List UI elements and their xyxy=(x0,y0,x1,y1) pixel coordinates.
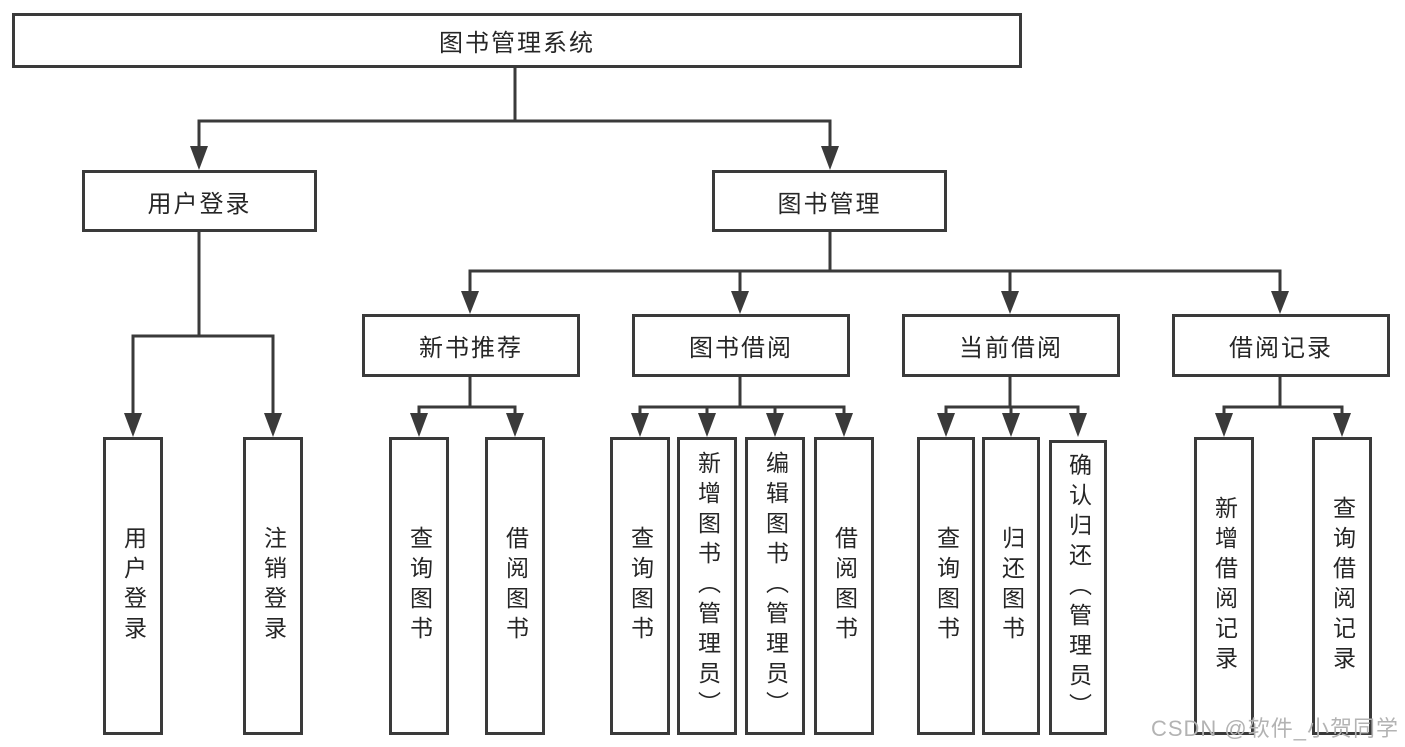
leaf-recommend-borrow-books: 借阅图书 xyxy=(485,437,545,735)
node-new-book-recommend-label: 新书推荐 xyxy=(419,335,523,362)
node-borrow-records: 借阅记录 xyxy=(1172,314,1390,377)
leaf-current-query-books-label: 查询图书 xyxy=(933,526,960,646)
node-user-login: 用户登录 xyxy=(82,170,317,232)
leaf-recommend-query-books-label: 查询图书 xyxy=(406,526,433,646)
leaf-return-books-label: 归还图书 xyxy=(998,526,1025,646)
node-book-management: 图书管理 xyxy=(712,170,947,232)
leaf-logout: 注销登录 xyxy=(243,437,303,735)
node-root-label: 图书管理系统 xyxy=(439,30,595,57)
leaf-add-borrow-record: 新增借阅记录 xyxy=(1194,437,1254,735)
leaf-borrow-books-label: 借阅图书 xyxy=(831,526,858,646)
node-current-borrow-label: 当前借阅 xyxy=(959,335,1063,362)
leaf-return-books: 归还图书 xyxy=(982,437,1040,735)
node-book-borrow: 图书借阅 xyxy=(632,314,850,377)
node-borrow-records-label: 借阅记录 xyxy=(1229,335,1333,362)
node-user-login-label: 用户登录 xyxy=(147,190,252,218)
leaf-edit-book-admin: 编辑图书（管理员） xyxy=(745,437,805,735)
leaf-add-book-admin: 新增图书（管理员） xyxy=(677,437,737,735)
node-new-book-recommend: 新书推荐 xyxy=(362,314,580,377)
node-book-management-label: 图书管理 xyxy=(777,190,882,218)
node-root-system: 图书管理系统 xyxy=(12,13,1022,68)
leaf-add-book-admin-label: 新增图书（管理员） xyxy=(694,451,721,721)
leaf-borrow-query-books: 查询图书 xyxy=(610,437,670,735)
leaf-user-login: 用户登录 xyxy=(103,437,163,735)
leaf-add-borrow-record-label: 新增借阅记录 xyxy=(1211,496,1238,676)
leaf-confirm-return-admin-label: 确认归还（管理员） xyxy=(1065,452,1092,723)
leaf-recommend-query-books: 查询图书 xyxy=(389,437,449,735)
leaf-logout-label: 注销登录 xyxy=(260,526,287,646)
leaf-query-borrow-record: 查询借阅记录 xyxy=(1312,437,1372,735)
node-book-borrow-label: 图书借阅 xyxy=(689,335,793,362)
leaf-edit-book-admin-label: 编辑图书（管理员） xyxy=(762,451,789,721)
leaf-user-login-label: 用户登录 xyxy=(120,526,147,646)
node-current-borrow: 当前借阅 xyxy=(902,314,1120,377)
leaf-current-query-books: 查询图书 xyxy=(917,437,975,735)
leaf-borrow-query-books-label: 查询图书 xyxy=(627,526,654,646)
leaf-confirm-return-admin: 确认归还（管理员） xyxy=(1049,440,1107,735)
leaf-query-borrow-record-label: 查询借阅记录 xyxy=(1329,496,1356,676)
leaf-recommend-borrow-books-label: 借阅图书 xyxy=(502,526,529,646)
csdn-watermark: CSDN @软件_小贺同学 xyxy=(1150,716,1399,741)
leaf-borrow-books: 借阅图书 xyxy=(814,437,874,735)
